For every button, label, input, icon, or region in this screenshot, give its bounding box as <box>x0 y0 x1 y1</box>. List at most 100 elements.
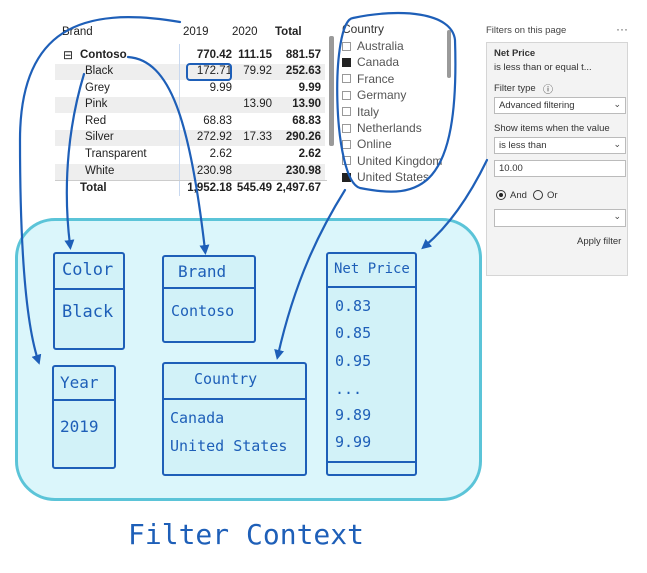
brand-header: Brand <box>178 262 227 281</box>
box-header <box>54 367 114 401</box>
show-items-label: Show items when the value <box>494 123 610 134</box>
slicer-item-label: Online <box>357 137 392 152</box>
arrow-2019-to-year <box>18 16 182 365</box>
checkbox[interactable] <box>342 57 351 67</box>
amount-input[interactable]: 10.00 <box>494 160 626 177</box>
info-icon: ⓘ <box>543 85 553 96</box>
chevron-down-icon: ⌄ <box>613 211 621 221</box>
year-value: 2019 <box>60 417 99 436</box>
country-filter-box: Country Canada United States <box>162 362 307 476</box>
cell-total: 68.83 <box>292 114 321 127</box>
slicer-item-label: United Kingdom <box>357 153 443 168</box>
chevron-down-icon: ⌄ <box>613 139 621 149</box>
slicer-scrollbar[interactable] <box>447 30 451 78</box>
country-header: Country <box>194 370 258 388</box>
cell-total: 230.98 <box>285 164 321 177</box>
row-label: Transparent <box>85 148 147 160</box>
brand-filter-box: Brand Contoso <box>162 255 256 343</box>
or-label: Or <box>547 190 558 201</box>
input-value: 10.00 <box>499 163 523 174</box>
net-price-value: 0.85 <box>335 324 372 342</box>
slicer-item[interactable]: Germany <box>342 87 406 103</box>
filter-field-name[interactable]: Net Price <box>494 48 536 59</box>
cell-2019: 272.92 <box>196 131 232 144</box>
net-price-value: 9.89 <box>335 406 372 424</box>
year-filter-box: Year 2019 <box>52 365 116 469</box>
cell-2020: 13.90 <box>243 98 272 111</box>
row-label: Silver <box>85 131 114 144</box>
color-value: Black <box>62 302 114 322</box>
country-value: United States <box>170 437 288 455</box>
cell-2020: 545.49 <box>236 182 272 194</box>
and-radio[interactable] <box>496 190 506 200</box>
highlight-cell-box <box>186 63 232 81</box>
matrix-row: White 230.98 230.98 <box>55 163 325 180</box>
slicer-item[interactable]: Online <box>342 136 392 152</box>
cell-2019: 770.42 <box>196 49 232 61</box>
slicer-item-label: France <box>357 71 395 86</box>
checkbox[interactable] <box>342 123 351 133</box>
slicer-item[interactable]: Australia <box>342 38 404 54</box>
checkbox[interactable] <box>342 90 351 100</box>
row-label: Pink <box>85 98 108 111</box>
arrow-black-to-color <box>64 72 86 250</box>
year-header: Year <box>60 373 99 392</box>
cell-2019: 9.99 <box>209 81 232 94</box>
condition-dropdown[interactable]: is less than ⌄ <box>494 137 626 154</box>
filter-pane: Filters on this page ··· Net Price is le… <box>480 20 630 276</box>
header-total: Total <box>275 26 302 38</box>
second-condition-dropdown[interactable]: ⌄ <box>494 209 626 227</box>
slicer-item-label: Canada <box>357 55 400 70</box>
net-price-value: ... <box>335 380 363 398</box>
row-label: White <box>85 164 115 177</box>
expand-collapse-icon[interactable]: ⊟ <box>63 48 74 62</box>
cell-total: 13.90 <box>292 98 321 111</box>
and-label: And <box>510 190 527 201</box>
or-radio[interactable] <box>533 190 543 200</box>
cell-total: 881.57 <box>285 49 321 61</box>
checkbox[interactable] <box>342 107 351 117</box>
box-header <box>55 254 123 290</box>
slicer-item[interactable]: Italy <box>342 104 379 120</box>
dropdown-value: Advanced filtering <box>499 100 575 111</box>
slicer-item[interactable]: Netherlands <box>342 120 422 136</box>
slicer-item-label: Germany <box>357 88 407 103</box>
net-price-filter-box: Net Price 0.83 0.85 0.95 ... 9.89 9.99 <box>326 252 417 476</box>
net-price-header: Net Price <box>334 261 410 277</box>
matrix-scrollbar[interactable] <box>329 36 334 146</box>
cell-2019: 230.98 <box>196 164 232 177</box>
total-divider <box>55 180 327 181</box>
header-2019: 2019 <box>183 26 209 38</box>
matrix-visual: Brand 2019 2020 Total ⊟ Contoso 770.42 1… <box>0 0 330 200</box>
checkbox[interactable] <box>342 74 351 84</box>
country-value: Canada <box>170 409 225 427</box>
row-label: Contoso <box>80 49 127 61</box>
cell-2020: 111.15 <box>238 49 272 61</box>
checkbox[interactable] <box>342 139 351 149</box>
row-label: Black <box>85 65 114 77</box>
cell-2020: 79.92 <box>243 65 272 77</box>
brand-value: Contoso <box>171 302 235 320</box>
more-options-icon[interactable]: ··· <box>616 22 628 36</box>
dropdown-value: is less than <box>499 140 547 151</box>
checkbox[interactable] <box>342 41 351 51</box>
color-header: Color <box>62 260 114 280</box>
slicer-item[interactable]: Canada <box>342 54 399 70</box>
apply-filter-button[interactable]: Apply filter <box>577 236 622 247</box>
box-header <box>164 257 254 289</box>
slicer-title: Country <box>342 22 385 36</box>
filter-summary: is less than or equal t... <box>494 62 592 73</box>
color-filter-box: Color Black <box>53 252 125 350</box>
row-label: Red <box>85 114 107 127</box>
slicer-item[interactable]: France <box>342 71 394 87</box>
box-header <box>164 364 305 400</box>
matrix-row: Pink 13.90 13.90 <box>55 97 325 114</box>
box-footer-line <box>328 461 415 463</box>
slicer-selection-loop <box>336 11 457 193</box>
filter-type-dropdown[interactable]: Advanced filtering ⌄ <box>494 97 626 114</box>
